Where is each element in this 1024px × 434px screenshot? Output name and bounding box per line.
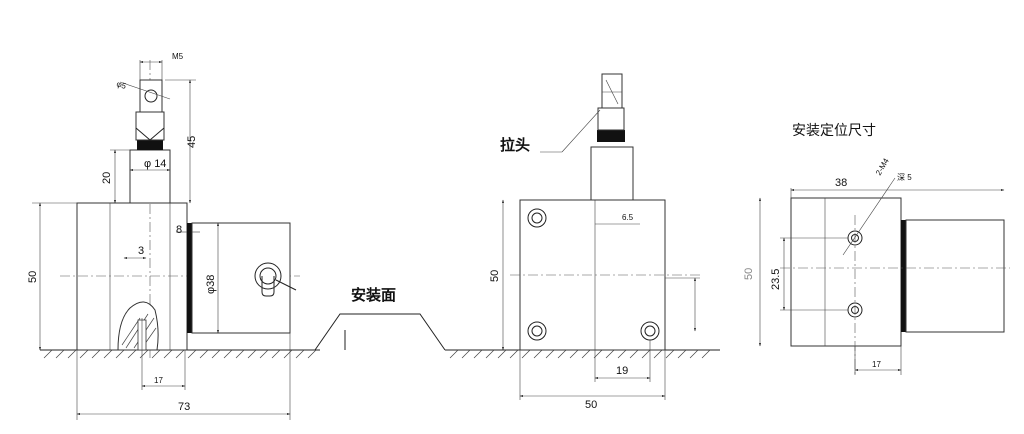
- dim-50-right: 50: [743, 268, 755, 280]
- label-mounting-dims: 安装定位尺寸: [792, 123, 876, 139]
- label-depth: 深 5: [897, 173, 912, 182]
- dim-phi5: φ5: [115, 79, 127, 91]
- right-drum-housing: [905, 219, 1005, 333]
- label-hole-spec: 2-M4: [874, 156, 891, 177]
- dim-20: 20: [101, 172, 113, 184]
- middle-front-view: 拉头 6.5 50 19 50: [445, 73, 720, 411]
- mounting-surface-symbol: 安装面: [314, 286, 446, 351]
- dim-3: 3: [138, 245, 144, 257]
- middle-pull-head: [597, 107, 625, 131]
- right-black-plate: [901, 220, 906, 332]
- dim-17-right: 17: [872, 360, 881, 369]
- middle-screw-hole-top-left: [527, 208, 547, 228]
- dim-73: 73: [178, 401, 190, 413]
- dim-45: 45: [186, 136, 198, 148]
- left-pull-head-lower: [135, 111, 165, 141]
- label-mounting-surface: 安装面: [351, 286, 396, 304]
- dim-50-middle-h: 50: [585, 399, 597, 411]
- middle-pull-head-top: [601, 73, 623, 109]
- right-mounting-view: 安装定位尺寸 2-M4 深 5 38 23.5 50: [743, 123, 1010, 375]
- middle-screw-hole-bottom-left: [527, 321, 547, 341]
- middle-stem: [590, 146, 634, 201]
- left-stem: [129, 149, 171, 204]
- dim-m5: M5: [172, 52, 184, 61]
- dim-38: 38: [835, 177, 847, 189]
- dim-8: 8: [176, 224, 182, 236]
- middle-ring: [597, 130, 625, 142]
- dim-23-5: 23.5: [770, 269, 782, 290]
- left-ground: [40, 349, 320, 359]
- dim-6-5: 6.5: [622, 213, 634, 222]
- dim-50-left: 50: [27, 271, 39, 283]
- dim-50-middle-v: 50: [489, 270, 501, 282]
- left-ring: [137, 140, 163, 150]
- dim-phi14: φ 14: [144, 158, 166, 170]
- dim-19: 19: [616, 365, 628, 377]
- left-side-view: M5 φ5 45 20 φ 14 8 3 φ38 50 17: [27, 52, 320, 420]
- left-knob: [254, 262, 297, 297]
- label-pull-head: 拉头: [500, 136, 530, 154]
- right-main-body: [790, 197, 902, 347]
- left-pull-head-upper: [139, 79, 163, 113]
- left-black-plate: [187, 223, 192, 333]
- dim-17-left: 17: [154, 376, 163, 385]
- dim-phi38: φ38: [205, 275, 217, 294]
